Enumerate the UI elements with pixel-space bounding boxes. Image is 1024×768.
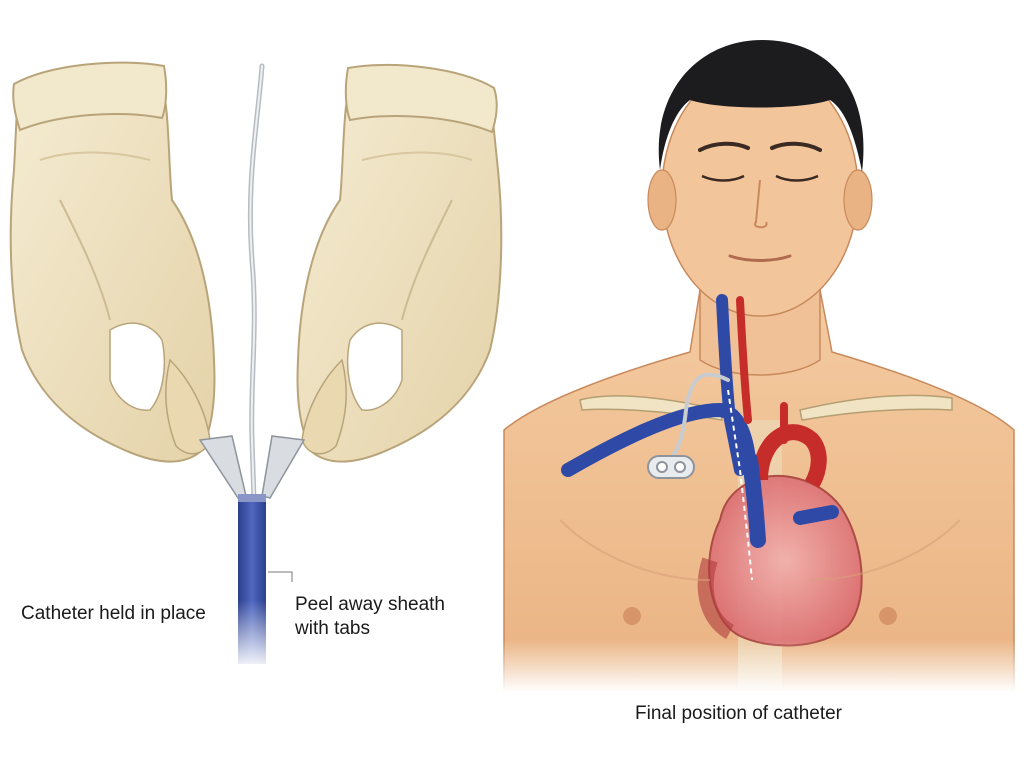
hair [658, 40, 864, 172]
catheter-held-label: Catheter held in place [21, 603, 206, 624]
patient-head [647, 40, 873, 317]
heart [697, 402, 863, 647]
left-panel [9, 61, 503, 670]
left-sheath-tab [198, 435, 247, 499]
right-panel [500, 40, 1020, 692]
left-nipple [623, 607, 641, 625]
carotid-artery [736, 296, 752, 424]
aorta [752, 424, 827, 488]
catheter-hub [647, 455, 695, 479]
right-gloved-hand [296, 63, 503, 463]
sheath-leader-line [268, 571, 293, 582]
catheter-in-vessel [727, 389, 753, 581]
right-clavicle [799, 394, 953, 421]
left-eye [701, 174, 745, 182]
left-gloved-hand [9, 61, 216, 463]
external-catheter [668, 372, 730, 462]
final-position-label: Final position of catheter [635, 703, 843, 724]
mouth [728, 254, 792, 262]
superior-vena-cava [742, 452, 766, 548]
right-nipple [879, 607, 897, 625]
right-eye [775, 174, 819, 182]
right-sheath-tab [261, 435, 306, 499]
peel-sheath-label: Peel away sheath with tabs [295, 594, 445, 639]
subclavian-vein [561, 402, 757, 477]
jugular-vein [716, 294, 746, 476]
